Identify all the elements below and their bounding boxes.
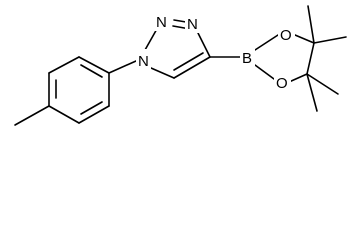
bond-triazole-3 xyxy=(197,32,211,58)
atom-label-oxygen-bottom: O xyxy=(276,75,288,92)
atom-bg-n-bottom xyxy=(136,49,151,70)
molecule-diagram: N N N B O O xyxy=(14,5,347,126)
bond-methyl xyxy=(14,105,50,126)
atom-label-n-bottom: N xyxy=(138,53,149,70)
structure-canvas: N N N B O O xyxy=(14,5,347,126)
bond-triazole-4 xyxy=(173,56,211,79)
atom-label-n-top-right: N xyxy=(187,16,198,33)
bond-methyl-top-1 xyxy=(307,5,315,44)
atom-bg-oxygen-bottom xyxy=(274,72,291,93)
bond-oxygen-bottom-carbon xyxy=(288,73,308,83)
bond-boron-oxygen-bottom xyxy=(254,64,275,80)
bond-oxygen-top-carbon xyxy=(294,34,315,44)
bond-boron-oxygen-top xyxy=(254,34,279,51)
bond-methyl-bottom-1 xyxy=(306,73,339,95)
atom-label-boron: B xyxy=(242,50,252,67)
atom-bg-boron xyxy=(240,47,255,68)
bond-methyl-top-2 xyxy=(313,36,347,44)
atom-bg-n-top-right xyxy=(185,12,201,33)
bond-methyl-bottom-2 xyxy=(306,73,318,112)
bond-ring-inner-2 xyxy=(80,101,103,115)
bond-ring-inner-1 xyxy=(80,64,103,78)
bond-carbon-carbon xyxy=(306,42,315,75)
bond-ring-1 xyxy=(78,56,110,74)
atom-label-oxygen-top: O xyxy=(280,27,292,44)
bond-ring-6 xyxy=(48,56,80,74)
bond-triazole-5 xyxy=(150,67,175,79)
atom-bg-n-top-left xyxy=(154,10,170,31)
atom-label-n-top-left: N xyxy=(156,14,167,31)
atom-bg-oxygen-top xyxy=(278,24,295,45)
bond-ring-3 xyxy=(78,105,110,124)
bond-ring-4 xyxy=(48,105,80,124)
bond-triazole-4b xyxy=(173,52,204,71)
bond-aryl-triazole xyxy=(108,60,137,74)
